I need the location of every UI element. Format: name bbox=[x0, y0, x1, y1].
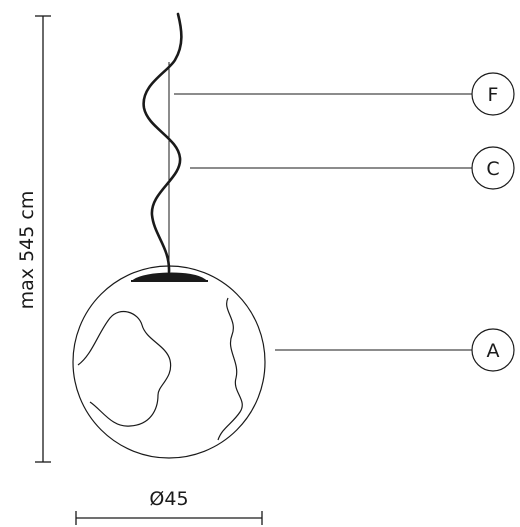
callout-a: A bbox=[275, 328, 515, 372]
callout-f-letter: F bbox=[488, 84, 499, 106]
callout-f: F bbox=[174, 72, 515, 116]
diameter-dimension bbox=[75, 511, 263, 525]
power-cord bbox=[142, 12, 183, 274]
height-dimension bbox=[35, 15, 51, 463]
callout-c-circle bbox=[471, 146, 515, 190]
globe-pattern-right bbox=[217, 297, 243, 441]
height-dimension-label: max 545 cm bbox=[16, 191, 38, 310]
globe-cap bbox=[131, 272, 208, 281]
callout-a-letter: A bbox=[487, 340, 500, 362]
callout-c-letter: C bbox=[486, 158, 499, 180]
callout-f-circle bbox=[471, 72, 515, 116]
callout-c: C bbox=[190, 146, 515, 190]
globe-pattern-left bbox=[77, 310, 172, 427]
glass-globe bbox=[72, 265, 266, 459]
diameter-dimension-label: Ø45 bbox=[149, 488, 188, 510]
callout-a-circle bbox=[471, 328, 515, 372]
